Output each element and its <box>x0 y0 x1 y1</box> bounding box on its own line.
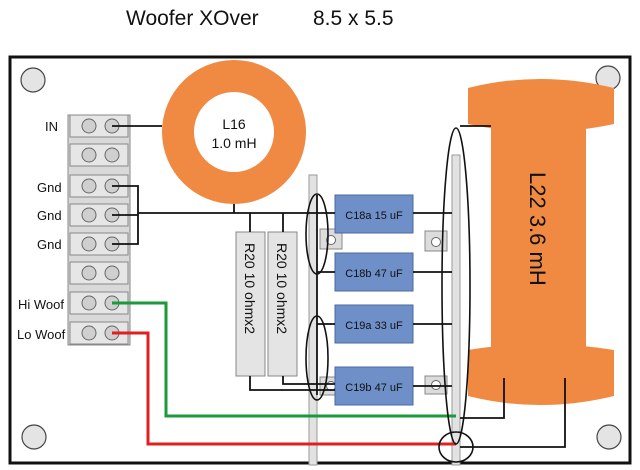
terminal-label-lo-woof: Lo Woof <box>17 327 66 342</box>
resistor-r20-a <box>235 231 266 377</box>
mounting-hole-top-left <box>20 67 46 93</box>
connection-ellipse <box>305 127 474 463</box>
resistor-r20-b <box>267 231 298 377</box>
board-size: 8.5 x 5.5 <box>313 7 394 30</box>
terminal-label-gnd-1: Gnd <box>37 180 62 195</box>
inductor-l22-label: L22 3.6 mH <box>525 172 550 286</box>
inductor-l16 <box>162 60 306 204</box>
terminal-label-in: IN <box>45 119 58 134</box>
terminal-label-hi-woof: Hi Woof <box>18 297 64 312</box>
capacitor-c19a <box>334 304 414 344</box>
inductor-l16-value: 1.0 mH <box>211 135 256 151</box>
capacitor-c18b <box>334 252 414 292</box>
terminal-label-gnd-2: Gnd <box>37 208 62 223</box>
resistor-r20-a-label: R20 10 ohmx2 <box>242 243 258 334</box>
mounting-rail-right <box>451 154 461 466</box>
capacitor-c19b-label: C19b 47 uF <box>345 382 403 394</box>
capacitor-c18b-label: C18b 47 uF <box>345 268 403 280</box>
capacitor-c19a-label: C19a 33 uF <box>345 320 403 332</box>
wire-red <box>112 331 456 446</box>
terminal-label-gnd-3: Gnd <box>37 237 62 252</box>
capacitor-c18a-label: C18a 15 uF <box>345 210 403 222</box>
mounting-hole-bottom-left <box>21 424 47 450</box>
diagram-title: Woofer XOver <box>126 7 259 30</box>
resistor-r20-b-label: R20 10 ohmx2 <box>274 243 290 334</box>
inductor-l22 <box>468 79 614 405</box>
terminal-strip <box>67 114 131 346</box>
inductor-l16-name: L16 <box>222 116 246 132</box>
capacitor-c19b <box>334 366 414 406</box>
capacitor-c18a <box>334 194 414 234</box>
wire-green <box>112 301 456 418</box>
mounting-hole-bottom-right <box>596 424 622 450</box>
wire-black <box>112 125 566 448</box>
